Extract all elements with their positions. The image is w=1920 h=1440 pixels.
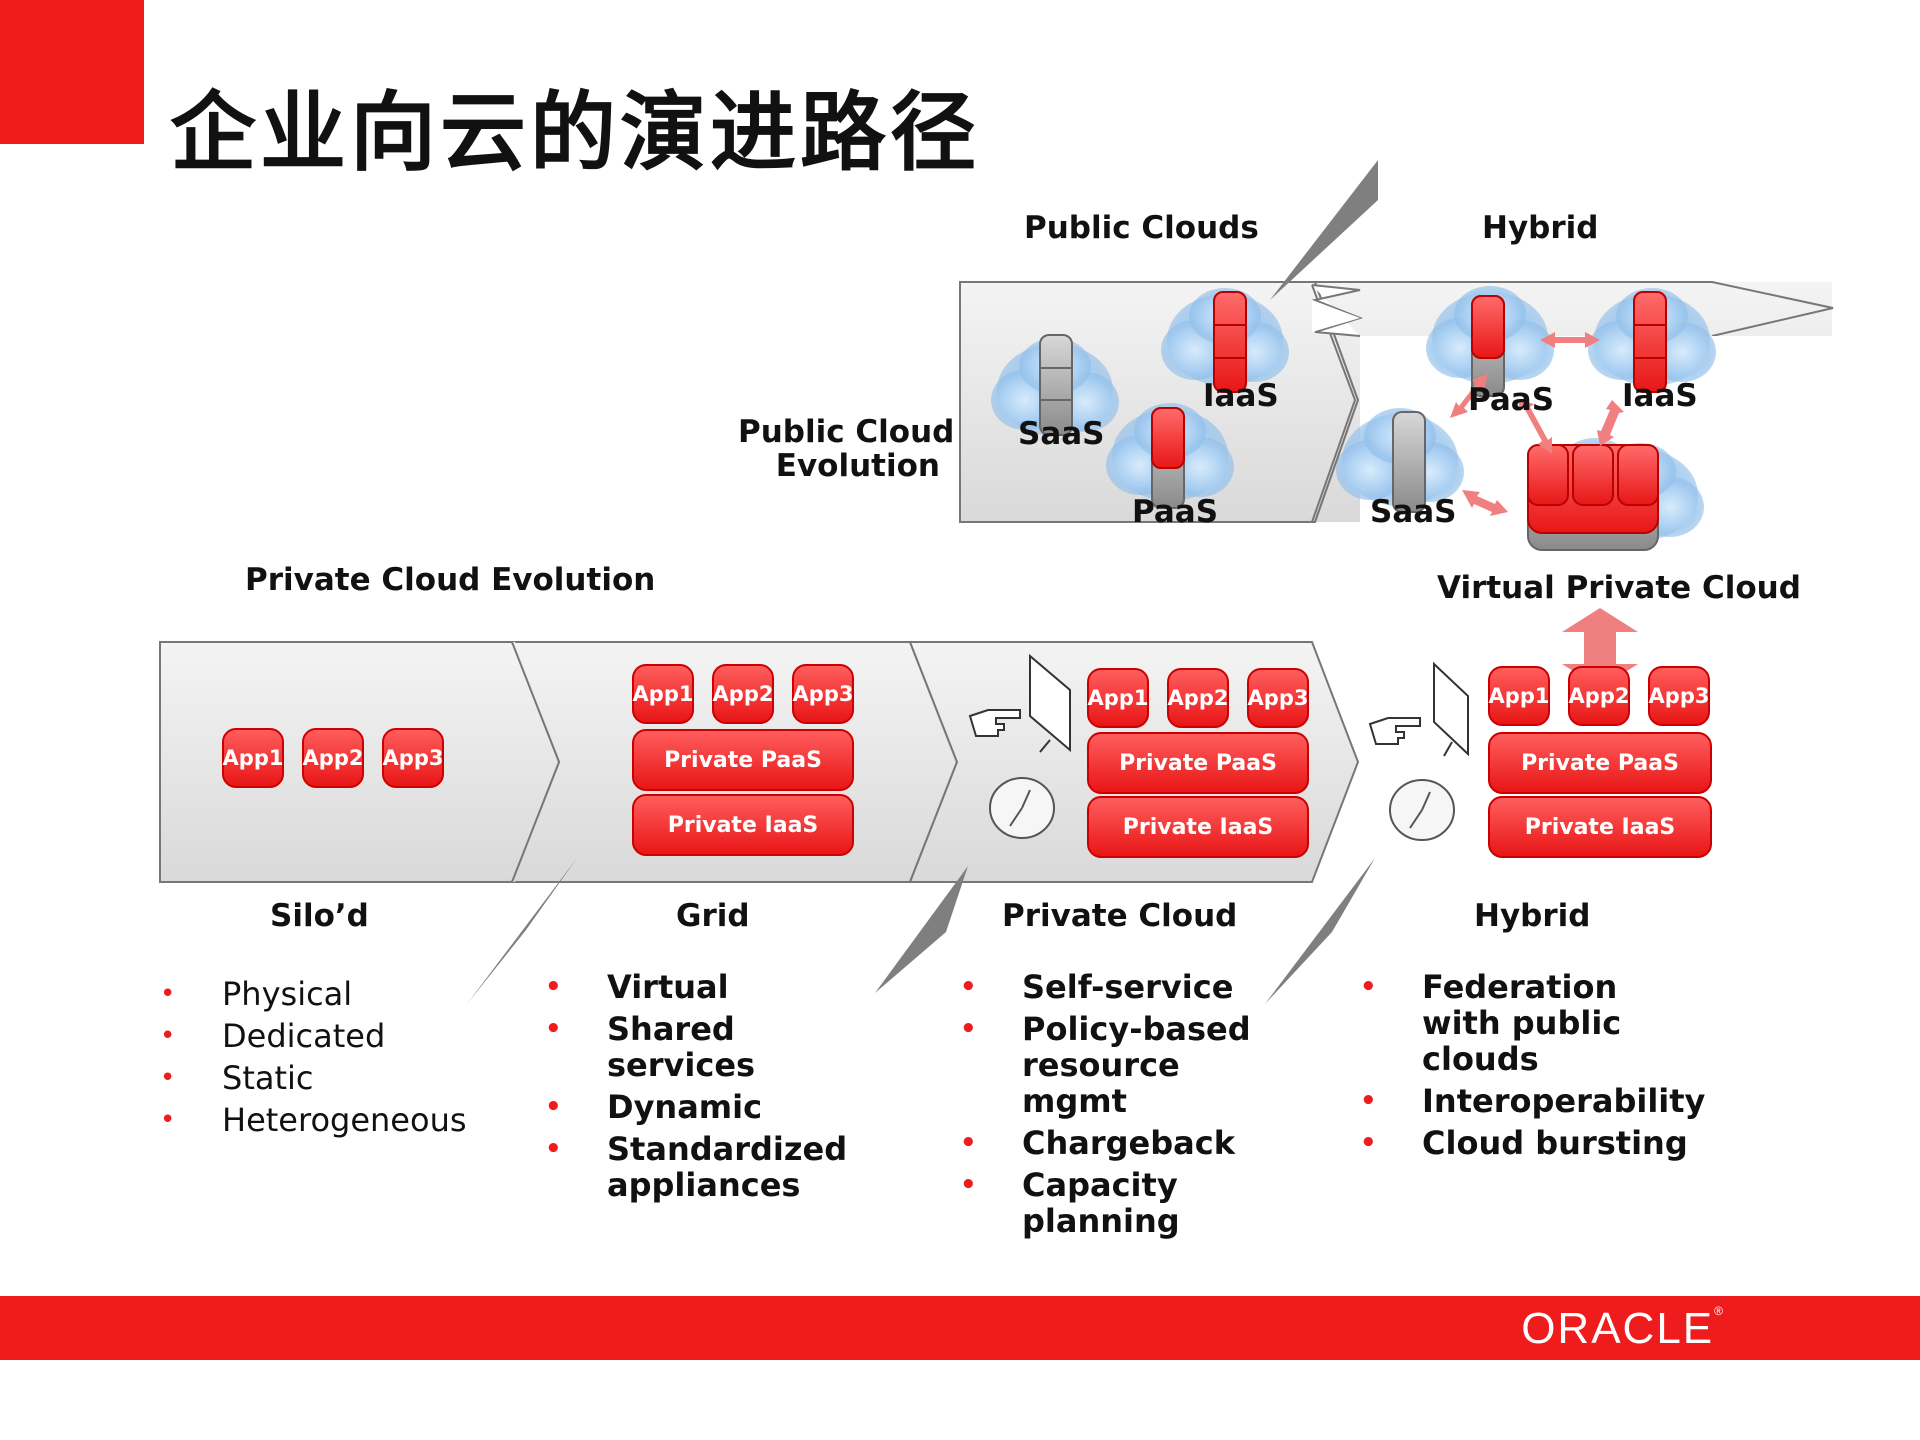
private-evolution-header: Private Cloud Evolution — [245, 562, 656, 598]
stage-private-cloud-bullets: Self-service Policy-based resource mgmt … — [960, 969, 1320, 1239]
hybrid-saas-label: SaaS — [1370, 494, 1457, 530]
hybrid-paas-label: PaaS — [1468, 382, 1555, 418]
hybrid-app3: App3 — [1648, 666, 1710, 726]
stage-grid-bullets: Virtual Shared services Dynamic Standard… — [545, 969, 875, 1203]
hybrid-app1: App1 — [1488, 666, 1550, 726]
bullet-item: Federation with public clouds — [1360, 969, 1692, 1077]
grid-private-paas: Private PaaS — [632, 729, 854, 791]
stage-silod-name: Silo’d — [270, 898, 369, 934]
bullet-item: Cloud bursting — [1360, 1125, 1720, 1161]
public-iaas-cloud — [1161, 288, 1289, 393]
hybrid-saas-cloud — [1336, 408, 1464, 513]
bullet-item: Shared services — [545, 1011, 875, 1083]
public-paas-cloud — [1106, 403, 1234, 509]
bullet-item: Interoperability — [1360, 1083, 1720, 1119]
public-saas-cloud — [991, 334, 1119, 436]
page-title: 企业向云的演进路径 — [170, 82, 980, 183]
hybrid-private-iaas: Private IaaS — [1488, 796, 1712, 858]
stage-hybrid-name: Hybrid — [1474, 898, 1591, 934]
vpc-label: Virtual Private Cloud — [1437, 570, 1801, 606]
bullet-item: Self-service — [960, 969, 1320, 1005]
bullet-item: Dedicated — [160, 1015, 460, 1057]
bullet-item: Chargeback — [960, 1125, 1320, 1161]
grid-app3: App3 — [792, 664, 854, 724]
stage-grid-name: Grid — [676, 898, 750, 934]
bullet-item: Heterogeneous — [160, 1099, 467, 1141]
grid-private-iaas: Private IaaS — [632, 794, 854, 856]
bullet-item: Static — [160, 1057, 460, 1099]
hybrid-app2: App2 — [1568, 666, 1630, 726]
callout-grid — [467, 858, 577, 1004]
hybrid-link-arrows — [1450, 332, 1624, 516]
oracle-logo: ORACLE® — [1521, 1304, 1725, 1353]
stage-private-cloud-name: Private Cloud — [1002, 898, 1238, 934]
public-cloud-evolution-label-line1: Public Cloud — [738, 414, 955, 450]
bullet-item: Virtual — [545, 969, 875, 1005]
monitor-icon — [1029, 653, 1469, 757]
pointing-hand-icon — [968, 709, 1421, 745]
stage-silod-bullets: Physical Dedicated Static Heterogeneous — [160, 973, 467, 1141]
silo-app2: App2 — [302, 728, 364, 788]
public-paas-label: PaaS — [1132, 494, 1219, 530]
bullet-item: Policy-based resource mgmt — [960, 1011, 1262, 1119]
pc-private-paas: Private PaaS — [1087, 732, 1309, 794]
clock-icon — [989, 777, 1455, 841]
hybrid-iaas-label: IaaS — [1622, 378, 1698, 414]
bullet-item: Physical — [160, 973, 460, 1015]
virtual-private-cloud — [1527, 438, 1704, 551]
bullet-item: Dynamic — [545, 1089, 875, 1125]
public-cloud-evolution-label-line2: Evolution — [775, 448, 940, 484]
grid-app2: App2 — [712, 664, 774, 724]
footer-bar: ORACLE® — [0, 1296, 1920, 1360]
corner-accent — [0, 0, 144, 144]
hybrid-paas-cloud — [1426, 286, 1554, 397]
callout-private-cloud — [875, 866, 968, 993]
pc-private-iaas: Private IaaS — [1087, 796, 1309, 858]
bullet-item: Standardized appliances — [545, 1131, 847, 1203]
public-clouds-header: Public Clouds — [1024, 210, 1259, 246]
hybrid-top-header: Hybrid — [1482, 210, 1599, 246]
silo-app3: App3 — [382, 728, 444, 788]
public-saas-label: SaaS — [1018, 416, 1105, 452]
grid-app1: App1 — [632, 664, 694, 724]
pc-app2: App2 — [1167, 668, 1229, 728]
silo-app1: App1 — [222, 728, 284, 788]
pc-app1: App1 — [1087, 668, 1149, 728]
bullet-item: Capacity planning — [960, 1167, 1320, 1239]
stage-hybrid-bullets: Federation with public clouds Interopera… — [1360, 969, 1720, 1161]
callout-hybrid — [1265, 858, 1375, 1004]
pc-app3: App3 — [1247, 668, 1309, 728]
hybrid-private-paas: Private PaaS — [1488, 732, 1712, 794]
callout-public — [1270, 160, 1378, 300]
public-iaas-label: IaaS — [1203, 378, 1279, 414]
hybrid-iaas-cloud — [1588, 288, 1716, 393]
